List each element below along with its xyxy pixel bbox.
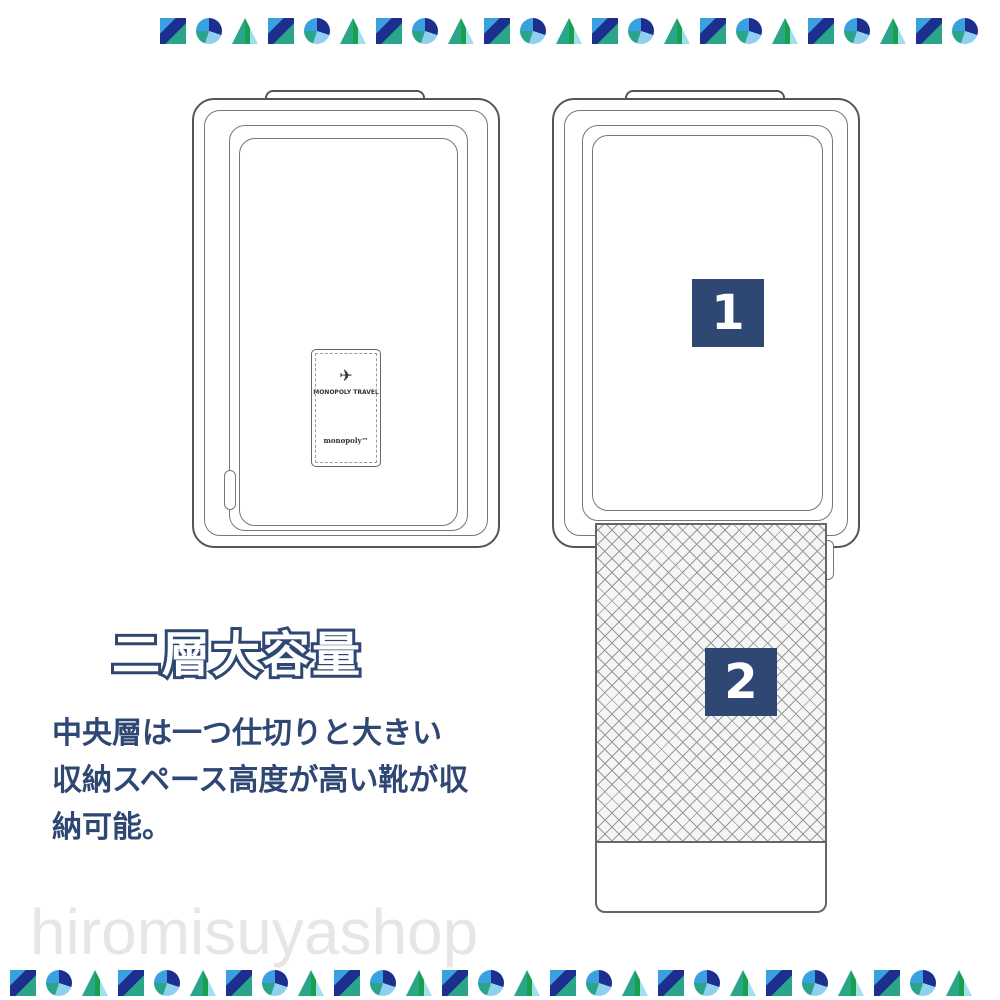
square-pattern-icon (808, 18, 834, 44)
triangle-pattern-icon (556, 18, 582, 44)
circle-pattern-icon (478, 970, 504, 996)
tag-brand: monopoly™ (323, 436, 369, 445)
description-line: 収納スペース高度が高い靴が収 (52, 763, 469, 798)
triangle-pattern-icon (232, 18, 258, 44)
airplane-icon: ✈ (339, 366, 353, 385)
triangle-pattern-icon (298, 970, 324, 996)
circle-pattern-icon (412, 18, 438, 44)
triangle-pattern-icon (622, 970, 648, 996)
triangle-pattern-icon (340, 18, 366, 44)
triangle-pattern-icon (730, 970, 756, 996)
square-pattern-icon (592, 18, 618, 44)
bag-handle (625, 90, 785, 100)
square-pattern-icon (550, 970, 576, 996)
circle-pattern-icon (46, 970, 72, 996)
square-pattern-icon (376, 18, 402, 44)
circle-pattern-icon (736, 18, 762, 44)
brand-tag: ✈ MONOPOLY TRAVEL monopoly™ (311, 349, 381, 467)
square-pattern-icon (268, 18, 294, 44)
square-pattern-icon (334, 970, 360, 996)
compartment-1-badge: 1 (692, 279, 764, 347)
square-pattern-icon (10, 970, 36, 996)
square-pattern-icon (916, 18, 942, 44)
triangle-pattern-icon (838, 970, 864, 996)
circle-pattern-icon (196, 18, 222, 44)
bag-closed-illustration (192, 98, 500, 548)
triangle-pattern-icon (406, 970, 432, 996)
square-pattern-icon (226, 970, 252, 996)
square-pattern-icon (160, 18, 186, 44)
circle-pattern-icon (952, 18, 978, 44)
square-pattern-icon (874, 970, 900, 996)
square-pattern-icon (484, 18, 510, 44)
triangle-pattern-icon (448, 18, 474, 44)
triangle-pattern-icon (946, 970, 972, 996)
square-pattern-icon (658, 970, 684, 996)
circle-pattern-icon (586, 970, 612, 996)
compartment-2-badge: 2 (705, 648, 777, 716)
triangle-pattern-icon (190, 970, 216, 996)
feature-description: 中央層は一つ仕切りと大きい 収納スペース高度が高い靴が収 納可能。 (52, 710, 572, 851)
circle-pattern-icon (802, 970, 828, 996)
description-line: 中央層は一つ仕切りと大きい (52, 716, 442, 751)
square-pattern-icon (442, 970, 468, 996)
square-pattern-icon (118, 970, 144, 996)
circle-pattern-icon (370, 970, 396, 996)
circle-pattern-icon (694, 970, 720, 996)
feature-heading: 二層大容量 (109, 624, 363, 686)
square-pattern-icon (700, 18, 726, 44)
triangle-pattern-icon (664, 18, 690, 44)
circle-pattern-icon (262, 970, 288, 996)
shop-watermark: hiromisuyashop (30, 896, 479, 968)
triangle-pattern-icon (880, 18, 906, 44)
triangle-pattern-icon (772, 18, 798, 44)
triangle-pattern-icon (514, 970, 540, 996)
description-line: 納可能。 (52, 810, 172, 845)
bottom-pattern-border (10, 970, 972, 996)
circle-pattern-icon (154, 970, 180, 996)
square-pattern-icon (766, 970, 792, 996)
bag-handle (265, 90, 425, 100)
circle-pattern-icon (628, 18, 654, 44)
triangle-pattern-icon (82, 970, 108, 996)
circle-pattern-icon (844, 18, 870, 44)
zipper-pull-icon (224, 470, 236, 510)
circle-pattern-icon (304, 18, 330, 44)
circle-pattern-icon (520, 18, 546, 44)
tag-title: MONOPOLY TRAVEL (313, 389, 379, 396)
compartment-bottom-panel (595, 843, 827, 913)
top-pattern-border (160, 18, 978, 44)
circle-pattern-icon (910, 970, 936, 996)
